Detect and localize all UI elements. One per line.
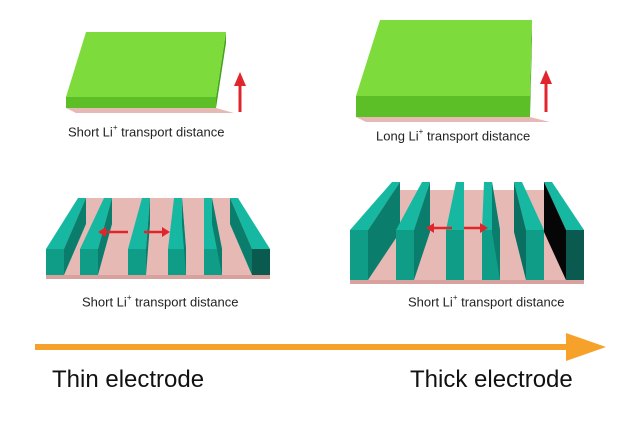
thin-diffusion-arrows [98, 227, 170, 237]
thin-pillar-5 [204, 198, 222, 275]
thick-pillar-1 [350, 182, 400, 280]
thin-slab-top [66, 32, 226, 97]
thick-pillar-2 [396, 182, 430, 280]
thin-planar-caption: Short Li+ transport distance [68, 123, 225, 140]
thick-3d-caption: Short Li+ transport distance [408, 293, 565, 310]
thick-thickness-arrow [540, 70, 552, 112]
thin-electrode-label: Thin electrode [52, 366, 205, 393]
thin-slab-substrate [66, 108, 234, 113]
thick-pillar-5 [514, 182, 544, 280]
thin-3d-electrode [46, 198, 270, 279]
thin-pillar-1 [46, 198, 86, 275]
thickness-gradient-arrow [35, 333, 606, 361]
thick-pillar-3 [446, 182, 464, 280]
thick-3d-electrode [350, 182, 584, 284]
thin-3d-caption: Short Li+ transport distance [82, 293, 239, 310]
thick-slab-right [530, 20, 532, 117]
thin-slab-right [216, 32, 226, 108]
thick-electrode-label: Thick electrode [410, 366, 573, 393]
thick-slab-front [356, 96, 530, 117]
thick-slab-substrate [356, 117, 550, 122]
thin-slab-front [66, 97, 216, 108]
thick-planar-caption: Long Li+ transport distance [376, 127, 531, 144]
thick-pillar-4 [482, 182, 500, 280]
thin-pillar-6 [230, 198, 270, 275]
thin-pillar-3 [128, 198, 150, 275]
thick-pillar-6 [544, 182, 584, 280]
thin-pillar-2 [80, 198, 112, 275]
thick-diffusion-arrows [426, 223, 488, 233]
thick-3d-substrate-edge [350, 280, 584, 284]
thin-thickness-arrow [234, 72, 246, 112]
thin-pillar-4 [168, 198, 186, 275]
thin-planar-electrode [66, 32, 234, 113]
thin-3d-substrate-edge [46, 275, 270, 279]
thick-slab-top [356, 20, 532, 96]
thick-planar-electrode [356, 20, 550, 122]
